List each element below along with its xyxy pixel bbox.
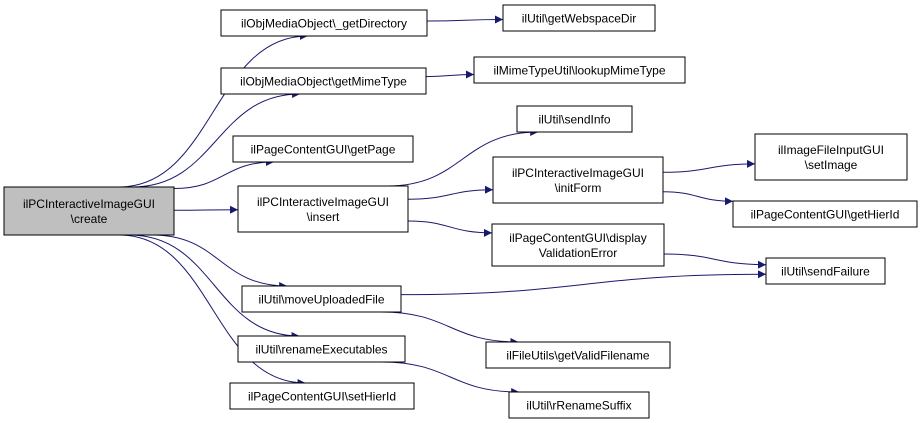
- edges-layer: [118, 15, 767, 396]
- node-getValidFilename[interactable]: ilFileUtils\getValidFilename: [485, 341, 671, 369]
- edge-root-to-moveUploadedFile: [152, 234, 288, 290]
- nodes-layer: ilPCInteractiveImageGUI\createilObjMedia…: [3, 4, 918, 419]
- node-label-line: \insert: [307, 210, 340, 224]
- edge-root-to-getPage: [173, 158, 274, 189]
- node-root[interactable]: ilPCInteractiveImageGUI\create: [3, 186, 175, 236]
- node-label-line: ilPCInteractiveImageGUI: [23, 197, 155, 211]
- node-label-line: ilObjMediaObject\_getDirectory: [241, 17, 407, 31]
- node-sendInfo[interactable]: ilUtil\sendInfo: [516, 105, 633, 133]
- node-box: [516, 105, 633, 133]
- edge-initForm-to-setImage: [662, 159, 756, 173]
- node-box: [473, 56, 686, 84]
- edge-initForm-to-getHierId: [662, 191, 734, 206]
- node-label-line: ilObjMediaObject\getMimeType: [240, 75, 407, 89]
- node-box: [220, 9, 428, 37]
- edge-insert-to-initForm: [407, 185, 494, 200]
- node-insert[interactable]: ilPCInteractiveImageGUI\insert: [237, 185, 409, 233]
- edge-moveUploadedFile-to-sendFailure: [400, 270, 767, 296]
- node-initForm[interactable]: ilPCInteractiveImageGUI\initForm: [492, 156, 664, 204]
- node-box: [491, 223, 665, 267]
- node-box: [237, 185, 409, 233]
- node-label-line: ilUtil\moveUploadedFile: [258, 293, 384, 307]
- edge-displayValidationError-to-sendFailure: [663, 253, 767, 269]
- node-label-line: ilUtil\rRenameSuffix: [526, 399, 631, 413]
- node-box: [765, 257, 886, 285]
- node-label-line: \initForm: [555, 181, 602, 195]
- node-sendFailure[interactable]: ilUtil\sendFailure: [765, 257, 886, 285]
- node-label-line: \setImage: [805, 158, 858, 172]
- edge-root-to-insert: [173, 205, 239, 214]
- node-label-line: ilPageContentGUI\getPage: [251, 143, 396, 157]
- node-label-line: ilImageFileInputGUI: [778, 143, 884, 157]
- node-box: [754, 133, 908, 181]
- node-getHierId[interactable]: ilPageContentGUI\getHierId: [732, 200, 918, 228]
- node-label-line: ilUtil\renameExecutables: [255, 343, 387, 357]
- node-label-line: ilPageContentGUI\getHierId: [751, 208, 900, 222]
- edge-root-to-getMimeType: [132, 90, 301, 188]
- edge-getDirectory-to-getWebspaceDir: [426, 15, 504, 24]
- node-label-line: ilPCInteractiveImageGUI: [257, 195, 389, 209]
- node-box: [220, 67, 427, 95]
- node-box: [241, 285, 402, 313]
- node-label-line: ilFileUtils\getValidFilename: [506, 349, 649, 363]
- node-label-line: \create: [71, 212, 108, 226]
- node-box: [732, 200, 918, 228]
- edge-moveUploadedFile-to-getValidFilename: [380, 311, 519, 346]
- edge-root-to-setHierId: [119, 234, 306, 387]
- node-getPage[interactable]: ilPageContentGUI\getPage: [232, 135, 414, 163]
- node-box: [232, 135, 414, 163]
- node-getWebspaceDir[interactable]: ilUtil\getWebspaceDir: [502, 4, 656, 32]
- node-setImage[interactable]: ilImageFileInputGUI\setImage: [754, 133, 908, 181]
- node-getMimeType[interactable]: ilObjMediaObject\getMimeType: [220, 67, 427, 95]
- edge-getMimeType-to-lookupMimeType: [425, 70, 475, 79]
- node-getDirectory[interactable]: ilObjMediaObject\_getDirectory: [220, 9, 428, 37]
- edge-root-to-renameExecutables: [129, 234, 300, 340]
- edge-root-to-getDirectory: [118, 32, 308, 188]
- node-label-line: ilUtil\sendFailure: [781, 265, 870, 279]
- node-label-line: ilPageContentGUI\display: [509, 231, 646, 245]
- node-box: [508, 391, 650, 419]
- node-moveUploadedFile[interactable]: ilUtil\moveUploadedFile: [241, 285, 402, 313]
- node-label-line: ilUtil\getWebspaceDir: [522, 12, 637, 26]
- node-box: [3, 186, 175, 236]
- node-box: [229, 382, 415, 410]
- node-box: [502, 4, 656, 32]
- node-label-line: ValidationError: [539, 246, 617, 260]
- node-setHierId[interactable]: ilPageContentGUI\setHierId: [229, 382, 415, 410]
- edge-renameExecutables-to-rRenameSuffix: [381, 361, 520, 396]
- node-label-line: ilPCInteractiveImageGUI: [512, 166, 644, 180]
- node-box: [485, 341, 671, 369]
- edge-insert-to-displayValidationError: [407, 220, 493, 237]
- node-renameExecutables[interactable]: ilUtil\renameExecutables: [237, 335, 406, 363]
- node-label-line: ilUtil\sendInfo: [538, 113, 610, 127]
- node-rRenameSuffix[interactable]: ilUtil\rRenameSuffix: [508, 391, 650, 419]
- node-label-line: ilMimeTypeUtil\lookupMimeType: [493, 64, 665, 78]
- node-box: [237, 335, 406, 363]
- node-label-line: ilPageContentGUI\setHierId: [248, 390, 396, 404]
- node-box: [492, 156, 664, 204]
- edge-insert-to-sendInfo: [387, 128, 539, 187]
- node-lookupMimeType[interactable]: ilMimeTypeUtil\lookupMimeType: [473, 56, 686, 84]
